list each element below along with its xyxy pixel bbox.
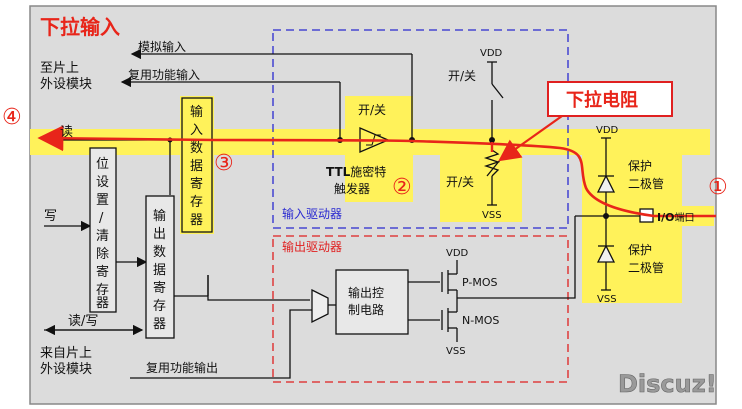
alt-func-input-label: 复用功能输入	[128, 67, 200, 82]
svg-text:位: 位	[96, 157, 109, 172]
protection-diodes	[596, 174, 616, 263]
bit-set-reset-register-label: 位 设 置 / 清 除 寄 存 器	[96, 157, 109, 311]
ttl-schmitt-label: TTL施密特	[326, 164, 386, 179]
input-data-register-box	[181, 97, 213, 233]
pulldown-resistor-label: 下拉电阻	[566, 89, 638, 111]
mos-symbols	[441, 268, 458, 332]
output-driver-box	[272, 235, 569, 383]
svg-text:输: 输	[190, 104, 203, 120]
vdd-top-label: VDD	[480, 48, 503, 59]
protect-label-bottom: 保护	[628, 243, 652, 257]
svg-text:除: 除	[96, 247, 109, 262]
diode-label-bottom: 二极管	[628, 260, 664, 275]
switch-label-mid: 开/关	[448, 69, 476, 83]
from-peripheral-label-1: 来自片上	[40, 346, 92, 361]
svg-text:入: 入	[190, 123, 203, 138]
highlights	[30, 96, 714, 303]
svg-text:器: 器	[153, 317, 166, 332]
vdd-mos-label: VDD	[446, 248, 469, 259]
vss-diode-label: VSS	[597, 294, 617, 305]
output-driver-label: 输出驱动器	[282, 239, 342, 254]
p-mos-label: P-MOS	[462, 276, 498, 289]
svg-text:存: 存	[96, 283, 109, 298]
output-data-register-label: 输 出 数 据 寄 存 器	[153, 208, 166, 332]
marker-4: ④	[2, 105, 22, 130]
ttl-prefix: TTL	[326, 165, 351, 179]
output-control-label-1: 输出控	[348, 285, 384, 300]
analog-input-label: 模拟输入	[138, 39, 186, 54]
marker-3: ③	[214, 151, 234, 176]
write-label: 写	[44, 209, 57, 224]
read-write-label: 读/写	[68, 314, 98, 329]
output-control-label-2: 制电路	[348, 302, 384, 317]
input-data-register-label: 输 入 数 据 寄 存 器	[190, 104, 203, 228]
svg-text:据: 据	[190, 159, 203, 174]
svg-text:存: 存	[153, 299, 166, 314]
n-mos-label: N-MOS	[462, 314, 499, 327]
to-peripheral-label-1: 至片上	[40, 61, 79, 76]
svg-text:输: 输	[153, 208, 166, 224]
svg-text:器: 器	[190, 213, 203, 228]
vdd-diode-label: VDD	[596, 125, 619, 136]
input-driver-label: 输入驱动器	[282, 206, 342, 221]
svg-text:设: 设	[96, 175, 109, 190]
pulldown-callout-arrow	[498, 115, 563, 162]
svg-text:器: 器	[96, 296, 109, 311]
ttl-suffix: 施密特	[350, 164, 386, 179]
svg-text:数: 数	[190, 141, 203, 156]
io-suffix: 端口	[674, 211, 694, 224]
bit-set-reset-register-box	[89, 147, 117, 313]
svg-text:置: 置	[96, 193, 109, 208]
pulldown-callout-box	[547, 81, 673, 117]
svg-text:清: 清	[96, 229, 109, 244]
svg-text:存: 存	[190, 195, 203, 210]
alt-func-output-label: 复用功能输出	[146, 360, 218, 375]
input-driver-box	[272, 29, 569, 229]
pulldown-resistor-symbol	[483, 149, 501, 177]
output-mux	[311, 288, 329, 324]
protect-label-top: 保护	[628, 159, 652, 173]
svg-text:寄: 寄	[153, 280, 166, 296]
trigger-label: 触发器	[334, 181, 370, 196]
svg-text:寄: 寄	[190, 176, 203, 192]
to-peripheral-label-2: 外设模块	[40, 77, 92, 92]
svg-text:据: 据	[153, 263, 166, 278]
io-prefix: I/O	[657, 211, 674, 224]
io-port-label: I/O端口	[657, 211, 694, 224]
switch-label-top: 开/关	[358, 103, 386, 117]
svg-text:/: /	[99, 211, 104, 226]
vss-resistor-label: VSS	[482, 210, 502, 221]
diode-label-top: 二极管	[628, 176, 664, 191]
from-peripheral-label-2: 外设模块	[40, 362, 92, 377]
marker-2: ②	[392, 175, 412, 200]
diagram-title: 下拉输入	[40, 15, 120, 39]
watermark: Discuz!	[618, 370, 717, 398]
vss-mos-label: VSS	[446, 346, 466, 357]
switch-label-pulldown: 开/关	[446, 175, 474, 189]
output-control-box	[335, 269, 409, 335]
marker-1: ①	[708, 175, 728, 200]
read-label: 读	[60, 125, 73, 140]
output-data-register-box	[145, 195, 175, 339]
svg-text:出: 出	[153, 227, 166, 242]
svg-text:数: 数	[153, 245, 166, 260]
svg-text:寄: 寄	[96, 264, 109, 280]
